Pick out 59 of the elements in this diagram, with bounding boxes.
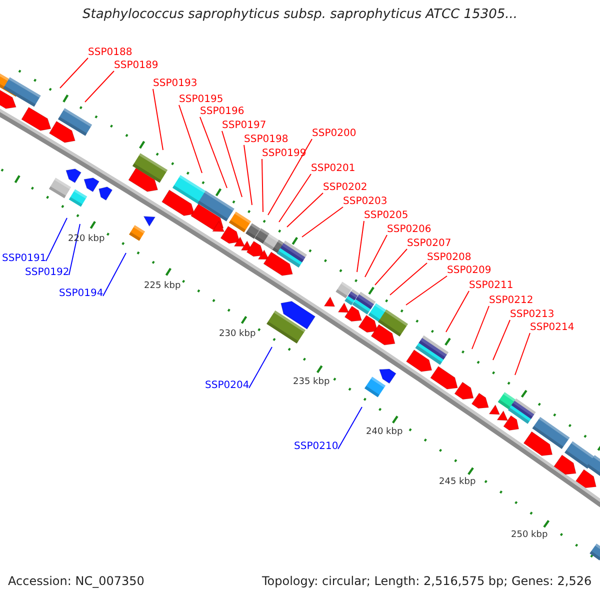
gene-label: SSP0214 xyxy=(530,322,574,333)
leader-line xyxy=(178,104,202,174)
scale-label: 225 kbp xyxy=(144,282,181,292)
leader-line xyxy=(338,406,362,450)
gene-label: SSP0192 xyxy=(25,267,70,278)
gene-label: SSP0202 xyxy=(323,182,368,193)
leader-line xyxy=(514,332,530,376)
gene-label: SSP0193 xyxy=(153,78,198,89)
map-title: Staphylococcus saprophyticus subsp. saprophyticus ATCC 15305... xyxy=(82,8,518,22)
leader-line xyxy=(200,116,228,188)
gene-label: SSP0196 xyxy=(200,106,244,117)
gene-label: SSP0208 xyxy=(427,252,472,263)
leader-line xyxy=(60,58,88,88)
gene-label: SSP0209 xyxy=(447,265,492,276)
leader-line xyxy=(472,306,490,350)
scale-label: 240 kbp xyxy=(366,428,403,438)
gene-label: SSP0194 xyxy=(59,288,104,299)
gene-label: SSP0207 xyxy=(407,238,452,249)
gene-label: SSP0206 xyxy=(387,224,432,235)
gene-label: SSP0191 xyxy=(2,253,46,264)
leader-line xyxy=(222,130,242,198)
leader-line xyxy=(446,290,470,332)
leader-line xyxy=(46,218,68,262)
leader-line xyxy=(268,138,312,216)
scale-label: 250 kbp xyxy=(511,531,548,541)
scale-label: 230 kbp xyxy=(219,330,256,340)
gene-label: SSP0197 xyxy=(222,120,266,131)
gene-label: SSP0211 xyxy=(469,280,514,291)
accession-text: Accession: NC_007350 xyxy=(8,575,144,588)
leader-line xyxy=(84,70,114,102)
gene-label: SSP0198 xyxy=(244,134,288,145)
gene-label: SSP0195 xyxy=(179,94,224,105)
gene-label: SSP0213 xyxy=(510,309,554,320)
gene-label: SSP0205 xyxy=(364,210,408,221)
gene-label: SSP0204 xyxy=(205,380,250,391)
leader-line xyxy=(374,248,408,286)
leader-line xyxy=(286,192,324,228)
leader-line xyxy=(356,220,364,272)
gene-label: SSP0201 xyxy=(311,163,356,174)
leader-line xyxy=(406,276,448,306)
gene-label: SSP0189 xyxy=(114,60,158,71)
gene-label: SSP0210 xyxy=(294,441,338,452)
gene-label: SSP0203 xyxy=(343,196,388,207)
leader-line xyxy=(390,262,428,296)
leader-line xyxy=(152,88,164,150)
leader-line xyxy=(248,346,272,388)
gene-label: SSP0212 xyxy=(489,295,534,306)
gene-label: SSP0200 xyxy=(312,128,356,139)
leader-line xyxy=(302,206,344,238)
topology-text: Topology: circular; Length: 2,516,575 bp; Genes: 2,526 xyxy=(262,575,592,588)
scale-label: 245 kbp xyxy=(439,478,476,488)
gene-label: SSP0188 xyxy=(88,47,132,58)
scale-label: 235 kbp xyxy=(293,378,330,388)
leader-line xyxy=(262,158,264,212)
leader-line xyxy=(364,234,388,278)
leader-line xyxy=(244,144,252,206)
leader-line xyxy=(492,320,510,360)
leader-line xyxy=(102,252,126,296)
leader-line xyxy=(278,174,312,222)
